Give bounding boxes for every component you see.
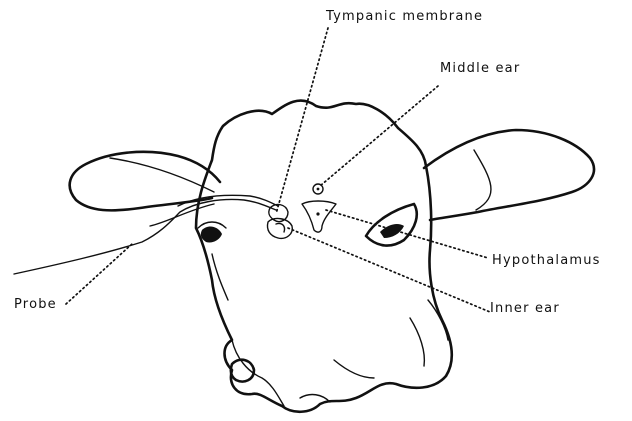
jaw-line: [334, 360, 374, 378]
label-tympanic-membrane: Tympanic membrane: [325, 9, 483, 24]
head-outline: [196, 101, 452, 412]
right-eye-pupil: [380, 224, 404, 238]
right-ear-inner-line: [474, 150, 491, 210]
label-inner-ear: Inner ear: [490, 301, 560, 316]
probe-wire-3: [150, 204, 214, 226]
right-ear-outline: [424, 130, 594, 220]
middle-ear-center: [317, 188, 320, 191]
hypothalamus-shape: [302, 201, 336, 232]
label-probe: Probe: [14, 297, 57, 312]
cheek-line: [410, 318, 424, 366]
left-eye: [201, 227, 222, 243]
neck-lines: [212, 254, 448, 340]
hypothalamus-dot: [316, 212, 319, 215]
muzzle-outline: [232, 340, 284, 406]
leader-probe: [66, 244, 132, 304]
probe-wire: [14, 200, 276, 275]
leader-hypothalamus: [326, 210, 488, 258]
inner-ear-detail: [276, 223, 285, 232]
label-middle-ear: Middle ear: [440, 61, 520, 76]
left-ear-outline: [70, 152, 220, 211]
leader-tympanic-membrane: [276, 28, 328, 214]
label-hypothalamus: Hypothalamus: [492, 253, 601, 268]
right-eye-outline: [366, 204, 417, 246]
leader-inner-ear: [288, 228, 490, 312]
leader-middle-ear: [320, 86, 438, 186]
